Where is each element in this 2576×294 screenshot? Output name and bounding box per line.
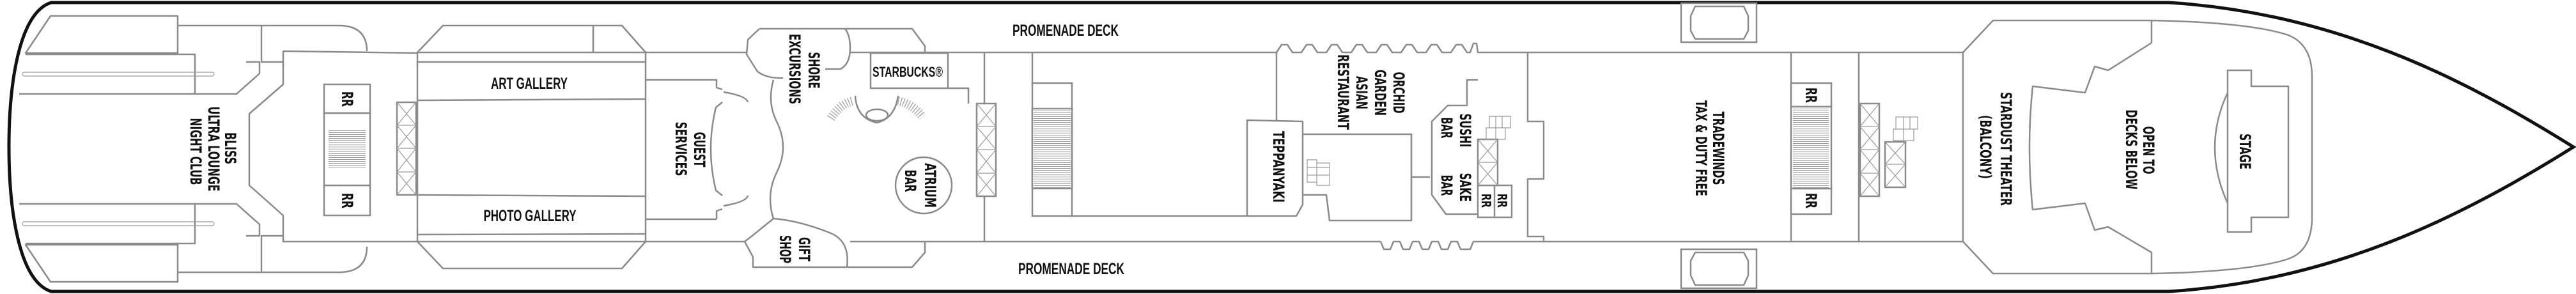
orchid-garden-label: ORCHID GARDEN ASIAN RESTAURANT <box>1334 54 1408 130</box>
bliss-lounge-room <box>248 50 418 243</box>
starbucks-counter <box>869 52 949 89</box>
restroom-label: RR <box>338 91 356 107</box>
stairs <box>1031 107 1073 190</box>
label-line: SAKE <box>1456 173 1474 202</box>
sushi-bar-label: SUSHI BAR <box>1438 114 1474 148</box>
label-line: RESTAURANT <box>1334 54 1352 130</box>
restroom-label: RR <box>338 193 356 208</box>
atrium-bar <box>894 156 953 215</box>
gift-shop-label: GIFT SHOP <box>776 235 813 263</box>
restroom-label: RR <box>1802 88 1820 103</box>
promenade-deck-label-bottom: PROMENADE DECK <box>1018 260 1124 278</box>
promenade-deck-label-top: PROMENADE DECK <box>1013 22 1119 40</box>
bliss-lounge-label: BLISS ULTRA LOUNGE NIGHT CLUB <box>187 107 239 192</box>
label-line: ATRIUM <box>921 163 939 208</box>
teppanyaki-room <box>1246 52 1304 217</box>
label-line: ASIAN <box>1353 76 1370 109</box>
label-line: SERVICES <box>672 122 690 176</box>
restroom-label: RR <box>1478 194 1494 208</box>
shore-excursions-room <box>745 27 984 219</box>
label-line: STARDUST THEATER <box>1997 92 2015 206</box>
orchid-garden-windows <box>1275 42 1791 54</box>
label-line: BLISS <box>221 132 239 164</box>
stern-structure <box>19 15 368 95</box>
restroom-label: RR <box>1494 194 1510 208</box>
gallery-block <box>416 51 647 243</box>
label-line: GUEST <box>690 132 708 167</box>
atrium-bar-label: ATRIUM BAR <box>901 163 939 208</box>
label-line: (BALCONY) <box>1976 115 1994 179</box>
teppanyaki-label: TEPPANYAKI <box>1269 131 1287 203</box>
ship-hull <box>7 1 2576 293</box>
theater-balcony-edge <box>2028 42 2152 254</box>
label-line: BAR <box>1438 175 1455 196</box>
gift-shop-room <box>743 217 984 268</box>
label-line: GARDEN <box>1371 70 1389 116</box>
label-line: BAR <box>1438 118 1455 139</box>
sake-bar-label: SAKE BAR <box>1438 173 1474 202</box>
starbucks-label: STARBUCKS® <box>873 64 943 80</box>
tradewinds-label: TRADEWINDS TAX & DUTY FREE <box>1692 100 1727 196</box>
shore-excursions-label: SHORE EXCURSIONS <box>786 34 823 104</box>
stage <box>2214 69 2290 233</box>
label-line: TAX & DUTY FREE <box>1692 100 1710 196</box>
stage-label: STAGE <box>2236 134 2254 169</box>
label-line: BAR <box>901 170 919 192</box>
guest-services-label: GUEST SERVICES <box>672 122 708 176</box>
label-line: SHORE <box>805 52 823 89</box>
stardust-theater-label: STARDUST THEATER (BALCONY) <box>1976 92 2015 206</box>
label-line: DECKS BELOW <box>2122 110 2140 190</box>
label-line: ULTRA LOUNGE <box>205 107 222 192</box>
label-line: OPEN TO <box>2139 127 2157 174</box>
label-line: GIFT <box>795 237 813 261</box>
art-gallery-label: ART GALLERY <box>491 75 568 93</box>
guest-services-desk <box>646 79 723 220</box>
label-line: SUSHI <box>1456 114 1474 148</box>
stardust-theater <box>1962 19 2313 275</box>
photo-gallery-label: PHOTO GALLERY <box>484 207 577 225</box>
open-to-decks-below-label: OPEN TO DECKS BELOW <box>2122 110 2157 190</box>
label-line: EXCURSIONS <box>786 34 803 104</box>
restroom-top <box>1790 82 1833 108</box>
lifeboat <box>1680 2 1758 43</box>
restroom-bottom <box>1790 187 1833 215</box>
sushi-bar-counter <box>1431 79 1478 215</box>
label-line: NIGHT CLUB <box>187 118 205 185</box>
atrium-staircase <box>827 97 926 121</box>
label-line: SHOP <box>776 235 794 263</box>
label-line: TRADEWINDS <box>1709 112 1727 185</box>
stairs <box>323 112 371 187</box>
restroom-label: RR <box>1802 193 1820 208</box>
elevators <box>396 101 417 196</box>
label-line: ORCHID <box>1390 72 1408 114</box>
